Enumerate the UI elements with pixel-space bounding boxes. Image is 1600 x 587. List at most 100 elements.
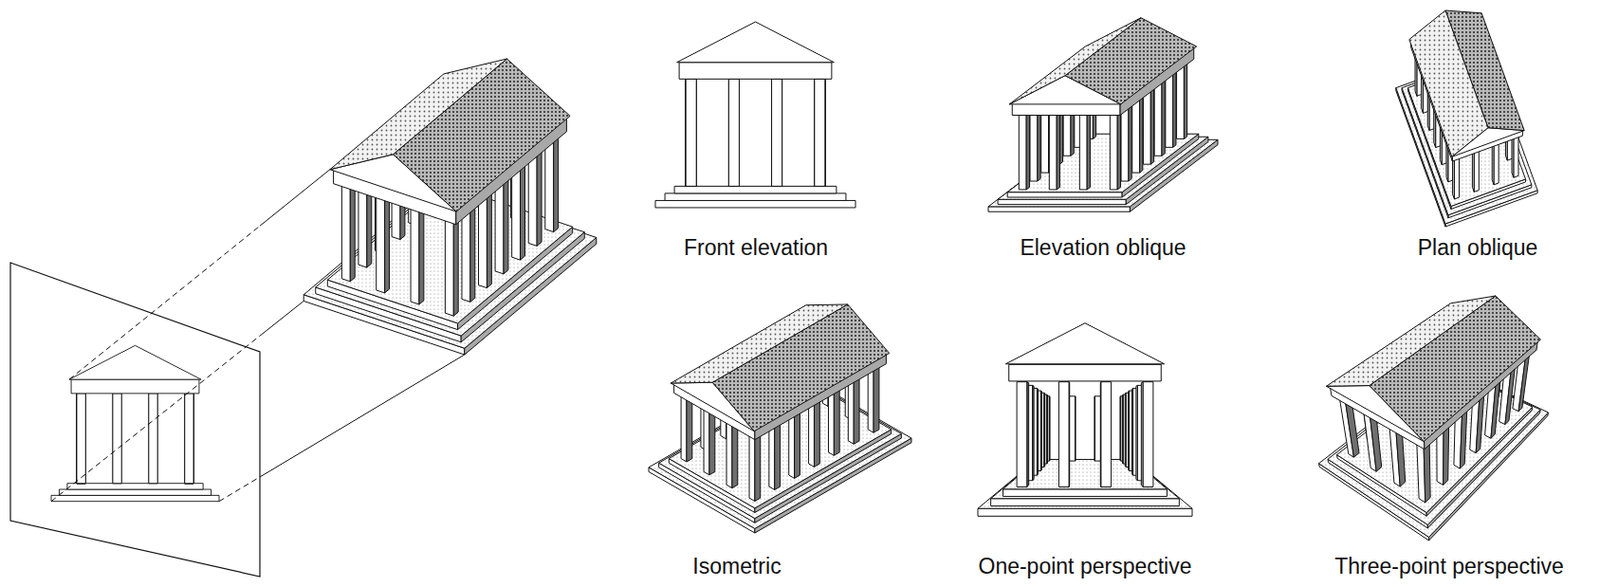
column-face <box>1173 69 1177 148</box>
column-face <box>1121 394 1124 464</box>
roof-face <box>677 21 835 63</box>
column-face <box>1046 394 1049 464</box>
column-face <box>536 146 542 246</box>
column-face <box>470 202 476 302</box>
roof-face <box>69 345 202 380</box>
column-face <box>1100 382 1102 488</box>
column-face <box>184 393 194 484</box>
temple-face <box>1003 489 1168 497</box>
column-face <box>1036 387 1038 476</box>
temple-views <box>51 10 1548 541</box>
column-face <box>1161 77 1165 157</box>
column-face <box>1027 382 1030 488</box>
column-face <box>1079 113 1087 190</box>
column-face <box>749 432 755 502</box>
column-face <box>76 393 86 484</box>
column-face <box>1132 96 1141 173</box>
column-face <box>1493 141 1499 185</box>
column-face <box>503 174 509 275</box>
column-face <box>1094 396 1096 461</box>
column-face <box>1136 385 1138 480</box>
temple-face <box>997 199 1126 204</box>
column-face <box>148 393 158 484</box>
column-face <box>112 393 122 484</box>
column-face <box>76 393 86 484</box>
column-face <box>814 78 826 186</box>
column-face <box>1154 79 1162 156</box>
column-face <box>814 78 826 186</box>
temple-face <box>71 379 200 394</box>
temple-face <box>67 483 203 490</box>
roof-face <box>393 58 571 212</box>
column-face <box>1513 133 1519 178</box>
column-face <box>728 78 739 186</box>
column-face <box>1101 382 1112 488</box>
column-face <box>385 193 390 294</box>
column-face <box>873 364 880 434</box>
roof-face <box>330 58 508 170</box>
roof-face <box>1326 295 1496 387</box>
column-face <box>1165 71 1174 148</box>
column-face <box>1131 387 1133 476</box>
column-face <box>184 393 194 484</box>
column-face <box>814 78 826 186</box>
column-face <box>341 183 350 282</box>
column-face <box>833 386 840 457</box>
temple-drawing <box>977 323 1193 517</box>
column-face <box>1074 396 1076 461</box>
projector-line <box>259 300 304 336</box>
projector-line <box>259 354 465 478</box>
view-caption: Three-point perspective <box>1334 554 1564 579</box>
column-face <box>76 393 86 484</box>
roof-face <box>1009 18 1141 105</box>
roof-face <box>1409 10 1489 157</box>
column-face <box>349 182 355 282</box>
temple-face <box>51 495 220 501</box>
column-face <box>76 393 86 484</box>
temple-face <box>655 200 856 208</box>
view-caption: Elevation oblique <box>1019 236 1186 260</box>
column-face <box>703 405 710 476</box>
column-face <box>813 398 820 468</box>
column-face <box>685 78 697 186</box>
temple-face <box>679 62 832 80</box>
temple-face <box>1011 103 1121 115</box>
column-face <box>1032 385 1034 480</box>
column-face <box>1473 147 1479 192</box>
column-face <box>685 78 697 186</box>
column-face <box>184 393 194 484</box>
column-face <box>814 78 826 186</box>
projector-line <box>219 477 260 502</box>
column-face <box>728 78 739 186</box>
temple-drawing <box>51 345 220 501</box>
column-face <box>376 194 386 294</box>
column-face <box>685 78 697 186</box>
column-face <box>1140 382 1143 488</box>
column-face <box>184 393 194 484</box>
temple-drawing <box>648 304 912 534</box>
column-face <box>1109 113 1118 190</box>
column-face <box>853 375 860 445</box>
column-face <box>1086 110 1090 190</box>
temple-face <box>988 206 1130 212</box>
column-face <box>1128 102 1132 182</box>
column-face <box>754 432 761 502</box>
temple-face <box>991 498 1180 507</box>
column-face <box>774 421 781 491</box>
column-face <box>1056 110 1060 190</box>
column-face <box>814 78 826 186</box>
column-face <box>419 204 424 305</box>
temple-drawing <box>303 58 597 355</box>
projector-lines <box>51 169 465 502</box>
column-face <box>1119 396 1122 461</box>
column-face <box>1128 390 1130 471</box>
view-caption: Plan oblique <box>1417 236 1539 260</box>
column-face <box>1029 105 1038 182</box>
column-face <box>1140 94 1143 174</box>
projector-line <box>259 169 331 227</box>
column-face <box>685 78 697 186</box>
column-face <box>112 393 122 484</box>
column-face <box>1058 382 1069 488</box>
